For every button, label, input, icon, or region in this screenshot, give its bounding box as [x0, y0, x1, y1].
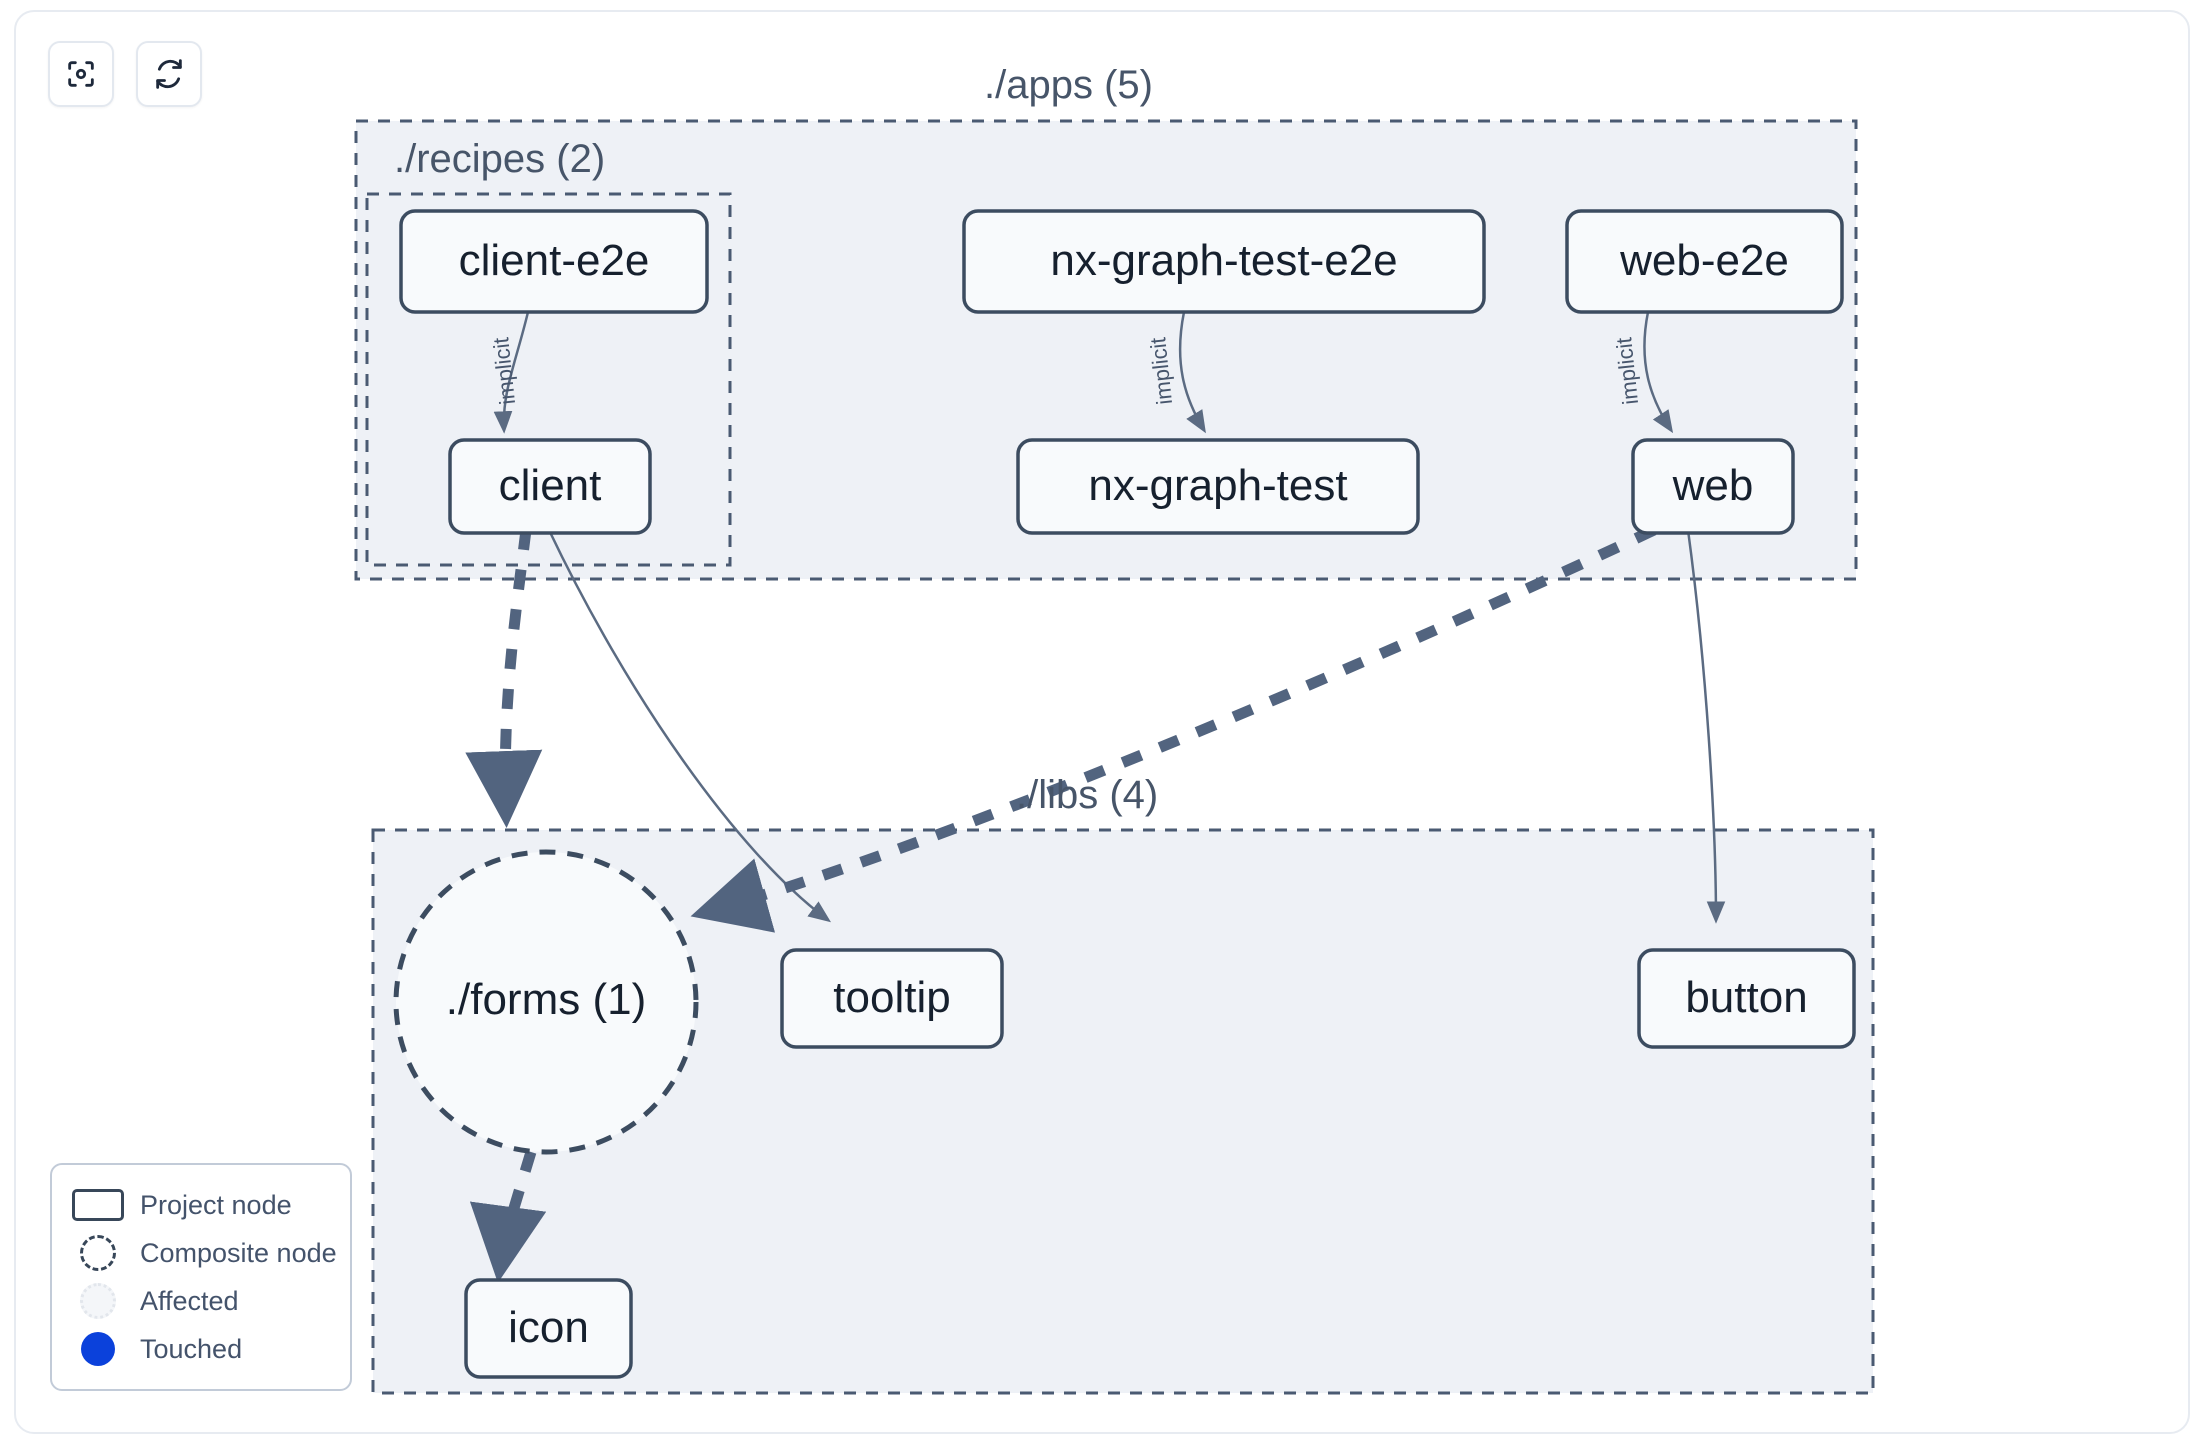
- composite-node-forms[interactable]: [393, 849, 699, 1155]
- legend-label-composite-node: Composite node: [140, 1237, 337, 1268]
- affected-swatch-icon: [70, 1281, 126, 1321]
- node-nx-graph-test-e2e[interactable]: [962, 209, 1486, 314]
- edge-web-to-forms: [690, 525, 1657, 933]
- project-node-swatch-icon: [70, 1185, 126, 1225]
- node-tooltip[interactable]: [780, 948, 1004, 1049]
- node-button[interactable]: [1637, 948, 1856, 1049]
- composite-node-swatch-icon: [70, 1233, 126, 1273]
- edge-web-e2e-to-web: [1643, 311, 1674, 434]
- graph-toolbar: [48, 41, 202, 107]
- legend-item-affected: Affected: [70, 1277, 332, 1325]
- refresh-graph-button[interactable]: [136, 41, 202, 107]
- node-web-e2e[interactable]: [1565, 209, 1844, 314]
- node-client-e2e[interactable]: [399, 209, 709, 314]
- graph-canvas[interactable]: ./apps (5) ./recipes (2) ./libs (4) ./fo…: [14, 10, 2190, 1434]
- touched-swatch-icon: [70, 1329, 126, 1369]
- edge-web-to-button: [1686, 529, 1726, 924]
- node-client[interactable]: [448, 438, 652, 535]
- focus-graph-button[interactable]: [48, 41, 114, 107]
- node-nx-graph-test[interactable]: [1016, 438, 1420, 535]
- legend-item-touched: Touched: [70, 1325, 332, 1373]
- focus-target-icon: [64, 57, 98, 91]
- edge-nx-graph-test-e2e-to-nx-graph-test: [1178, 311, 1206, 434]
- graph-legend: Project node Composite node Affected Tou…: [50, 1163, 352, 1391]
- node-web[interactable]: [1631, 438, 1795, 535]
- graph-svg: [354, 119, 1875, 1395]
- legend-label-touched: Touched: [140, 1333, 243, 1364]
- edge-forms-to-icon: [469, 1150, 547, 1283]
- refresh-icon: [152, 57, 186, 91]
- edge-client-e2e-to-client: [493, 311, 530, 434]
- edge-client-to-forms: [465, 529, 543, 829]
- legend-label-affected: Affected: [140, 1285, 239, 1316]
- legend-item-composite-node: Composite node: [70, 1229, 337, 1277]
- node-icon[interactable]: [464, 1278, 633, 1379]
- legend-label-project-node: Project node: [140, 1189, 292, 1220]
- legend-item-project-node: Project node: [70, 1181, 332, 1229]
